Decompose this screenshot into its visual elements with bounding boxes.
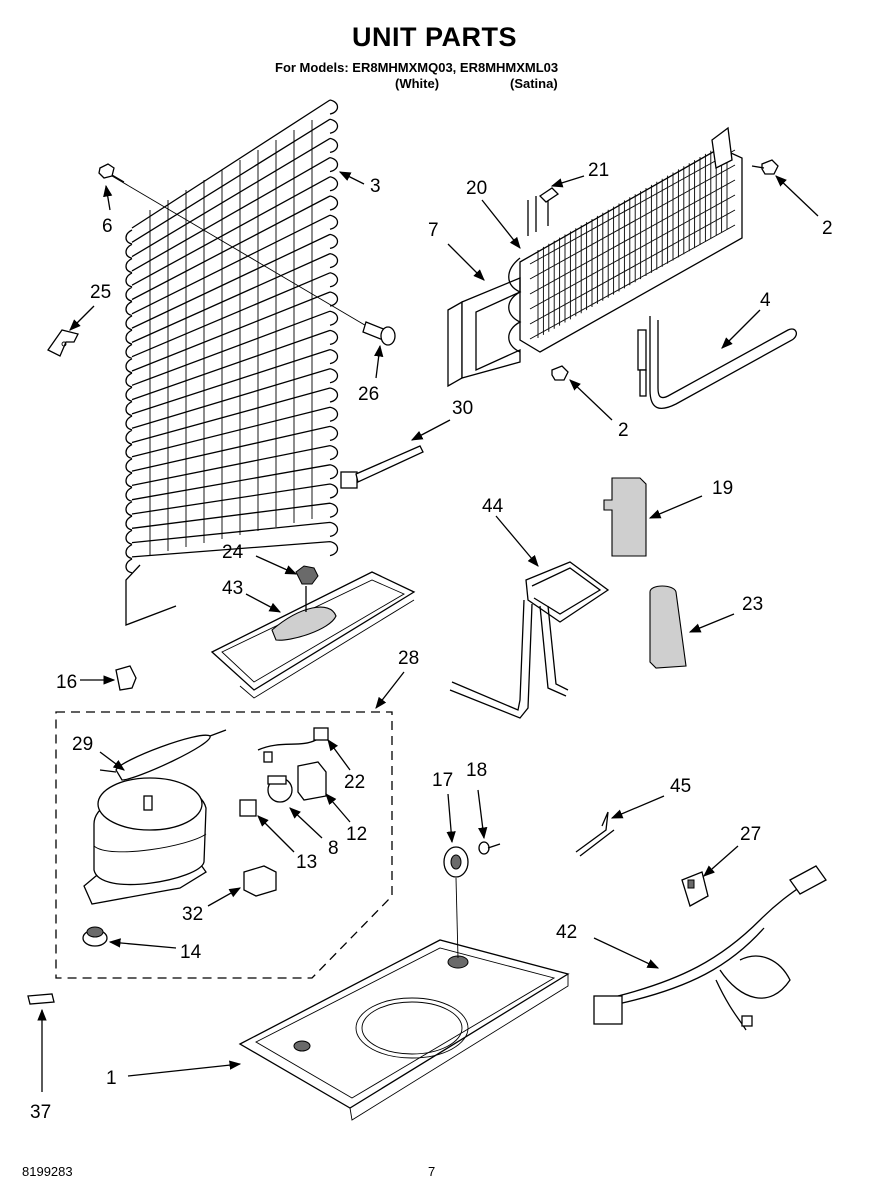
callout-8: 8 — [328, 838, 339, 859]
document-number: 8199283 — [22, 1164, 73, 1179]
screw-part-2-upper — [751, 159, 779, 175]
leader-6-to-26 — [111, 175, 381, 335]
foam-block-part-23 — [649, 585, 687, 669]
callout-25: 25 — [90, 282, 111, 303]
callout-23: 23 — [742, 594, 763, 615]
bolt-part-26 — [362, 321, 396, 346]
harness-part-42 — [593, 865, 827, 1031]
overload-part-12 — [297, 761, 327, 801]
variant-satina: (Satina) — [510, 76, 558, 91]
models-line: For Models: ER8MHMXMQ03, ER8MHMXML03 — [275, 60, 559, 75]
callout-1: 1 — [106, 1068, 117, 1089]
callout-21: 21 — [588, 160, 609, 181]
callout-3: 3 — [370, 176, 381, 197]
screw-part-18 — [478, 841, 501, 855]
callout-19: 19 — [712, 478, 733, 499]
callout-22: 22 — [344, 772, 365, 793]
leader-arrows — [37, 171, 819, 1092]
callout-37: 37 — [30, 1102, 51, 1123]
foam-block-part-19 — [603, 477, 647, 557]
callout-27: 27 — [740, 824, 761, 845]
callout-42: 42 — [556, 922, 577, 943]
callout-16: 16 — [56, 672, 77, 693]
relay-part-8 — [267, 775, 293, 803]
callout-28: 28 — [398, 648, 419, 669]
callout-29: 29 — [72, 734, 93, 755]
callout-32: 32 — [182, 904, 203, 925]
evaporator-assembly — [447, 126, 743, 388]
screw-part-6 — [98, 163, 125, 183]
callout-18: 18 — [466, 760, 487, 781]
harness-part-22 — [257, 727, 329, 763]
bracket-part-27 — [681, 871, 709, 907]
compressor — [83, 777, 207, 905]
callout-7: 7 — [428, 220, 439, 241]
callout-17: 17 — [432, 770, 453, 791]
base-plate-part-1 — [238, 877, 570, 1121]
grommet-part-14 — [82, 926, 108, 947]
clip-part-37 — [27, 993, 55, 1005]
clip-part-16 — [115, 665, 137, 691]
page-title: UNIT PARTS — [352, 22, 517, 52]
callout-2-upper: 2 — [822, 218, 833, 239]
callout-24: 24 — [222, 542, 244, 563]
callout-6: 6 — [102, 216, 113, 237]
callout-43: 43 — [222, 578, 243, 599]
page-number: 7 — [428, 1164, 436, 1179]
drain-pan-part-43 — [210, 571, 416, 699]
callout-2-lower: 2 — [618, 420, 629, 441]
callout-30: 30 — [452, 398, 473, 419]
screw-part-2-lower — [551, 365, 569, 381]
tube-part-45 — [575, 811, 615, 857]
drier-part-29 — [99, 729, 227, 781]
tube-part-44 — [449, 561, 610, 719]
condenser-coil — [125, 99, 339, 626]
capacitor-part-32 — [243, 865, 277, 897]
callout-12: 12 — [346, 824, 367, 845]
callout-20: 20 — [466, 178, 487, 199]
defrost-heater-part-4 — [637, 316, 797, 410]
callout-14: 14 — [180, 942, 202, 963]
grommet-part-17 — [443, 846, 469, 878]
callout-13: 13 — [296, 852, 317, 873]
callout-44: 44 — [482, 496, 504, 517]
callout-4: 4 — [760, 290, 771, 311]
callout-26: 26 — [358, 384, 379, 405]
compressor-kit-boundary — [55, 711, 393, 979]
variant-white: (White) — [395, 76, 440, 91]
cover-part-13 — [239, 799, 257, 817]
nut-part-24 — [295, 565, 319, 612]
bracket-part-25 — [47, 329, 79, 357]
cable-tie-part-30 — [340, 445, 424, 489]
callout-45: 45 — [670, 776, 691, 797]
callout-labels: 3 6 25 26 7 20 21 2 4 2 30 19 44 23 24 4… — [30, 160, 833, 1123]
